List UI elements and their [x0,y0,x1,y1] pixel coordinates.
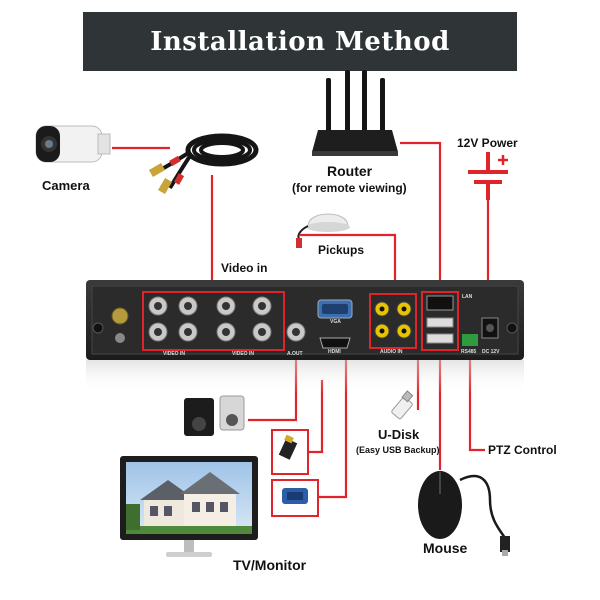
camera-icon [35,125,111,163]
vga-cable-icon [271,479,319,517]
video-in-label: Video in [221,261,268,275]
pickups-line [300,233,397,300]
microphone-icon [296,213,350,248]
panel-audio-in: AUDIO IN [380,349,403,355]
power-label: 12V Power [457,136,518,150]
usb-port [426,317,454,328]
router-label: Router [327,163,373,179]
mouse-icon [418,471,510,556]
hdmi-cable-icon [271,429,309,475]
panel-dc: DC 12V [482,349,500,355]
page-title: Installation Method [150,26,450,57]
title-banner: Installation Method [83,12,517,71]
monitor-label: TV/Monitor [233,557,307,573]
monitor-icon [120,456,258,557]
power-icon [468,152,508,200]
usb-port [426,333,454,344]
ptz-label: PTZ Control [488,443,557,457]
panel-hdmi: HDMI [328,349,341,355]
router-icon [312,70,398,156]
usb-drive-icon [391,390,414,420]
panel-rs485: RS485 [461,349,477,355]
video-cable-icon [148,133,259,195]
udisk-sublabel: (Easy USB Backup) [356,445,440,455]
rca-connectors [374,301,412,339]
speaker-icon [184,395,245,436]
router-sublabel: (for remote viewing) [292,181,407,195]
camera-label: Camera [42,178,90,193]
panel-vga: VGA [330,319,341,325]
router-line [400,141,442,300]
udisk-label: U-Disk [378,427,420,442]
panel-video-in-right: VIDEO IN [232,351,254,357]
lan-port [426,295,454,311]
pickups-label: Pickups [318,243,365,257]
panel-audio-out: A.OUT [287,351,303,357]
mouse-label: Mouse [423,540,468,556]
dvr-recorder [86,280,524,394]
panel-video-in-left: VIDEO IN [163,351,185,357]
panel-lan: LAN [462,294,473,300]
